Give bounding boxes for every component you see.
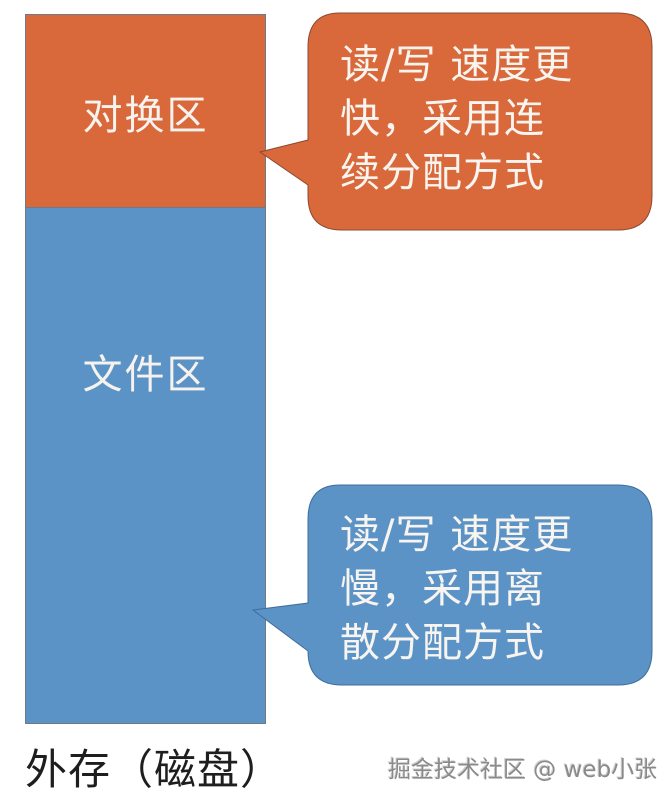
diagram-caption: 外存（磁盘） [25, 745, 284, 794]
callout-line: 散分配方式 [340, 620, 545, 666]
watermark: 掘金技术社区 @ web小张 [388, 757, 658, 783]
callout-line: 续分配方式 [340, 150, 545, 196]
callout-line: 读/写 速度更 [340, 42, 574, 88]
swap-zone: 对换区 [25, 14, 266, 208]
swap-callout-bubble [258, 12, 653, 231]
file-callout-bubble [251, 484, 653, 686]
callout-line: 读/写 速度更 [340, 512, 574, 558]
file-zone: 文件区 [25, 207, 266, 724]
file-zone-label: 文件区 [82, 352, 209, 398]
callout-line: 慢，采用离 [340, 566, 545, 612]
swap-zone-label: 对换区 [82, 92, 209, 139]
file-callout-text: 读/写 速度更 慢，采用离 散分配方式 [340, 508, 630, 670]
swap-callout-text: 读/写 速度更 快，采用连 续分配方式 [340, 38, 630, 200]
callout-line: 快，采用连 [340, 96, 545, 142]
